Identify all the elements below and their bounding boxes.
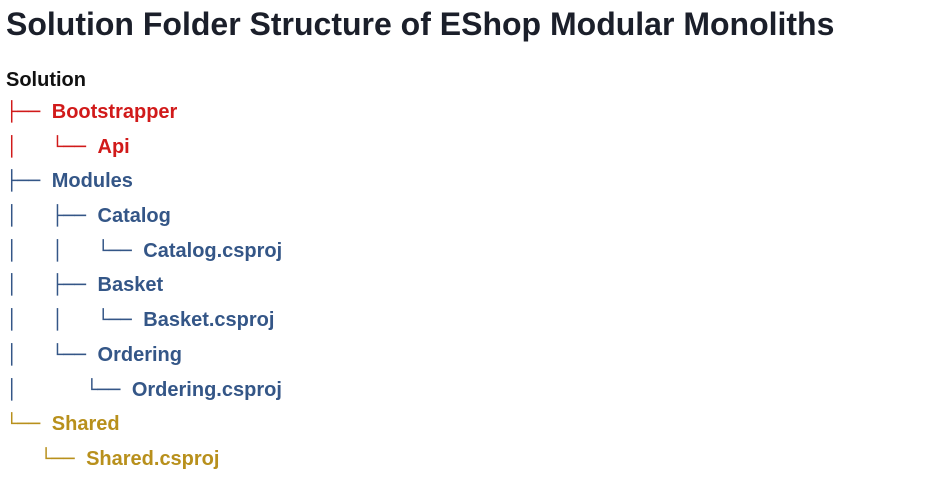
tree-node-shared-csproj: └── Shared.csproj — [6, 442, 282, 477]
tree-branch-connector: │ └── — [6, 378, 132, 401]
tree-node-ordering-csproj: │ └── Ordering.csproj — [6, 373, 282, 408]
tree-node-label: Ordering.csproj — [131, 378, 282, 401]
tree-node-shared: └── Shared — [6, 407, 282, 442]
tree-branch-connector: │ └── — [6, 343, 98, 366]
tree-node-label: Basket — [97, 274, 164, 297]
tree-node-label: Ordering — [97, 343, 182, 366]
folder-tree: Solution ├── Bootstrapper │ └── Api ├── … — [6, 65, 282, 477]
tree-node-label: Api — [97, 135, 130, 158]
tree-node-basket-csproj: │ │ └── Basket.csproj — [6, 303, 282, 338]
tree-root-solution: Solution — [6, 69, 86, 91]
tree-branch-connector: ├── — [6, 170, 52, 193]
tree-node-basket: │ ├── Basket — [6, 268, 282, 303]
tree-branch-connector: │ │ └── — [6, 239, 144, 262]
tree-branch-connector: └── — [6, 413, 52, 436]
tree-branch-connector: │ ├── — [6, 205, 98, 228]
tree-node-catalog: │ ├── Catalog — [6, 199, 282, 234]
tree-node-label: Basket.csproj — [143, 309, 275, 332]
tree-node-label: Shared.csproj — [86, 447, 220, 470]
tree-node-modules: ├── Modules — [6, 164, 282, 199]
tree-node-bootstrapper: ├── Bootstrapper — [6, 95, 282, 130]
tree-node-label: Catalog — [97, 205, 171, 228]
tree-node-label: Catalog.csproj — [143, 239, 283, 262]
tree-node-label: Bootstrapper — [51, 101, 178, 123]
diagram-title: Solution Folder Structure of EShop Modul… — [6, 6, 835, 42]
tree-node-catalog-csproj: │ │ └── Catalog.csproj — [6, 234, 282, 269]
tree-branch-connector: ├── — [6, 101, 52, 123]
tree-node-api: │ └── Api — [6, 130, 282, 165]
tree-branch-connector: └── — [6, 447, 87, 470]
tree-node-label: Shared — [51, 413, 120, 436]
tree-node-label: Modules — [51, 170, 133, 193]
tree-branch-connector: │ ├── — [6, 274, 98, 297]
tree-branch-connector: │ └── — [6, 135, 98, 158]
tree-node-ordering: │ └── Ordering — [6, 338, 282, 373]
tree-branch-connector: │ │ └── — [6, 309, 144, 332]
